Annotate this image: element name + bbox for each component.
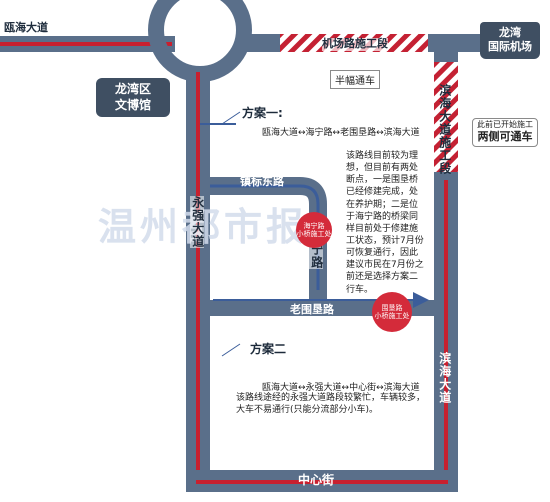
haining-bridge-line-2: 小桥施工处 [296,230,332,238]
scheme-two-route: 瓯海大道↔永强大道↔中心街↔滨海大道 [262,383,420,393]
route-zhenbiao-blue-line [210,184,320,290]
route-zhongxin-red-line [196,480,448,484]
scheme-two-description: 该路线途经的永强大道路段较繁忙，车辆较多，大车不易通行(只能分流部分小车)。 [236,393,426,416]
label-airport-road-construction: 机场路施工段 [322,37,388,51]
scheme-two-title: 方案二 [250,342,287,356]
haining-bridge-line-1: 海宁路 [303,221,325,230]
scheme-one-pointer [221,111,241,125]
scheme-one-route: 瓯海大道↔海宁路↔老围垦路↔滨海大道 [262,128,420,138]
label-zhenbiao-east-road: 镇标东路 [240,175,284,188]
label-ouhai-avenue: 瓯海大道 [4,21,48,34]
label-laoweiken-road: 老围垦路 [290,303,334,316]
note-bidirectional-line: 两侧可通车 [477,130,533,144]
laoweiken-bridge-line-2: 小桥施工处 [374,312,410,320]
airport-line-1: 龙湾 [499,26,521,39]
note-opened-line: 此前已开始施工 [477,120,533,129]
airport-line-2: 国际机场 [488,40,532,54]
laoweiken-bridge-line-1: 围垦路 [381,303,403,312]
label-yongqiang-avenue: 永强大道 [190,196,205,248]
scheme-two-pointer [221,343,241,357]
label-binhai-construction: 滨海大道施工段 [437,84,452,175]
label-zhongxin-street: 中心街 [298,473,335,487]
place-longwan-airport: 龙湾 国际机场 [480,22,540,59]
scheme-one-description: 该路线目前较为理想，但目前有两处断点，一是围垦桥已经修建完成，处在养护期；二是位… [346,151,424,295]
route-binhai-red-line [444,180,448,484]
place-longwan-museum: 龙湾区 文博馆 [96,78,170,118]
note-half-closed: 半幅通车 [330,70,380,89]
route-yongqiang-red-line [196,72,200,484]
marker-laoweiken-bridge: 围垦路 小桥施工处 [372,292,412,332]
label-binhai-avenue: 滨海大道 [437,352,452,404]
note-opened-construction: 此前已开始施工 两侧可通车 [472,118,538,147]
marker-haining-bridge: 海宁路 小桥施工处 [296,212,332,248]
route-ouhai-red-line [0,42,172,46]
scheme-one-title: 方案一: [242,106,283,120]
museum-line-1: 龙湾区 [114,82,151,96]
construction-binhai-avenue [434,62,458,172]
museum-line-2: 文博馆 [114,97,151,112]
